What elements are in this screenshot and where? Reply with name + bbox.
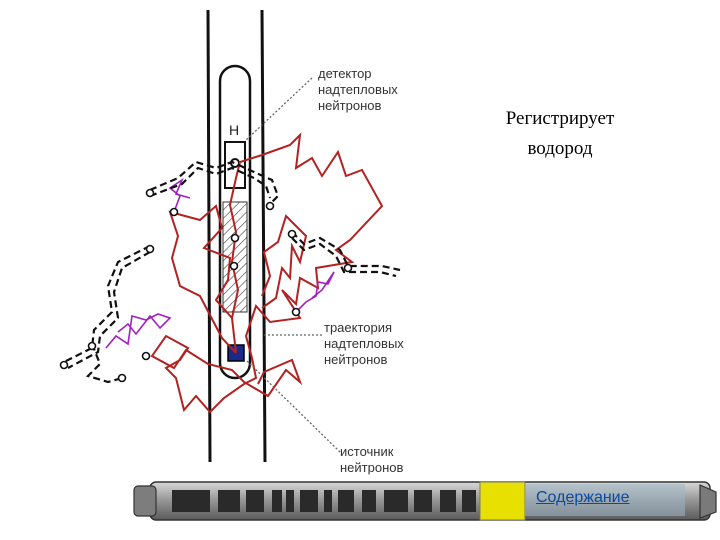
label-trajectory-line1: траектория (324, 320, 393, 335)
path-black-right (291, 231, 401, 272)
scatter-point (87, 341, 97, 351)
scatter-point (145, 188, 155, 198)
contents-link[interactable]: Содержание (536, 489, 630, 506)
leader-detector (245, 77, 313, 141)
scatter-point (229, 261, 239, 271)
path-black-top (149, 160, 280, 207)
path-black-right2 (291, 237, 397, 278)
hydrogen-marker-label: Н (229, 122, 240, 138)
trajectory-red-lower (150, 334, 303, 414)
trajectory-red-main (228, 132, 384, 359)
slide-caption: Регистрирует водород (470, 104, 650, 164)
path-black-left (63, 245, 151, 363)
label-trajectory-line3: нейтронов (324, 352, 388, 367)
leader-source (245, 359, 341, 453)
scatter-point (117, 373, 127, 383)
borehole-wall-right (260, 9, 267, 463)
caption-line1: Регистрирует (505, 108, 615, 129)
label-trajectory-line2: надтепловых (324, 336, 404, 351)
scatter-point (230, 233, 240, 243)
path-black-top2 (149, 166, 272, 199)
label-source: источник нейтронов (340, 444, 403, 476)
label-detector: детектор надтепловых нейтронов (318, 66, 398, 114)
label-detector-line2: надтепловых (318, 82, 398, 97)
scatter-point (145, 244, 155, 254)
trajectory-purple-top (168, 177, 191, 213)
scatter-point (59, 360, 69, 370)
scatter-point (291, 307, 301, 317)
label-detector-line1: детектор (318, 66, 372, 81)
label-trajectory: траектория надтепловых нейтронов (324, 320, 404, 368)
trajectory-red-right-mid (261, 214, 308, 309)
caption-line2: водород (527, 138, 593, 159)
path-black-lower (85, 343, 123, 384)
logging-tool-graphic (133, 481, 717, 521)
path-black-left2 (67, 251, 151, 369)
trajectory-red-left (168, 204, 237, 354)
scatter-point (343, 263, 353, 273)
label-source-line2: нейтронов (340, 460, 404, 475)
scatter-point (169, 207, 179, 217)
trajectory-purple-left (105, 313, 172, 349)
scatter-point (265, 201, 275, 211)
borehole-wall-left (206, 9, 212, 463)
label-detector-line3: нейтронов (318, 98, 382, 113)
scatter-point (141, 351, 151, 361)
trajectory-purple-right (295, 271, 335, 313)
scatter-point (287, 229, 297, 239)
label-source-line1: источник (340, 444, 394, 459)
